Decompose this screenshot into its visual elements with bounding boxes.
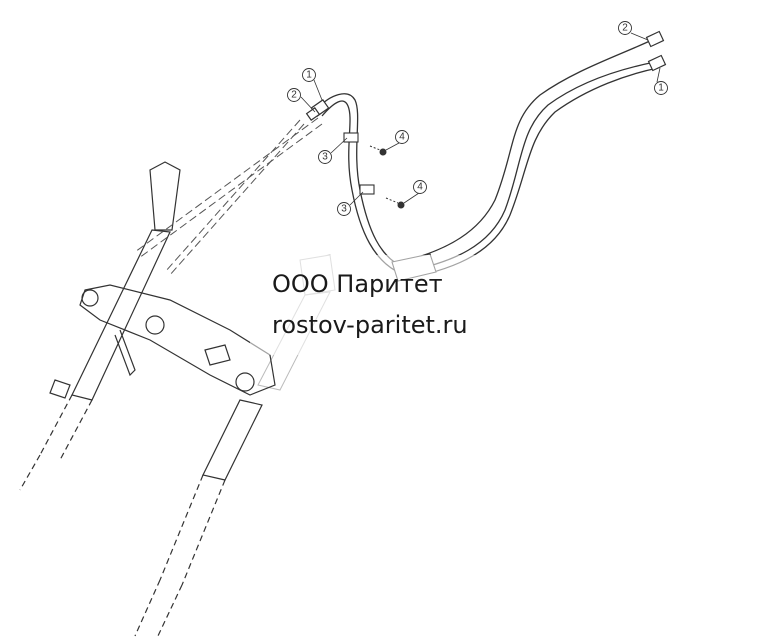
hose-fitting-top-right bbox=[645, 30, 667, 72]
main-hose-pair bbox=[399, 39, 659, 279]
callout-label: 4 bbox=[399, 132, 405, 143]
callout-label: 2 bbox=[291, 90, 297, 101]
steering-crossmember bbox=[79, 284, 276, 396]
callout-label: 3 bbox=[341, 204, 347, 215]
hose-fitting-top-left bbox=[305, 99, 330, 121]
callout-label: 2 bbox=[622, 23, 628, 34]
hose-clamp-lower bbox=[359, 184, 375, 195]
callout-label: 1 bbox=[306, 70, 312, 81]
hose-clamp-upper bbox=[343, 132, 359, 143]
watermark-website: rostov-paritet.ru bbox=[272, 311, 468, 339]
callout-label: 4 bbox=[417, 182, 423, 193]
callout-leaders bbox=[300, 32, 661, 206]
right-fork-leg bbox=[134, 399, 263, 639]
callout-2-top-right: 2 bbox=[618, 21, 632, 35]
callout-3-lower: 3 bbox=[337, 202, 351, 216]
callout-2-top-left: 2 bbox=[287, 88, 301, 102]
watermark-background bbox=[250, 255, 540, 355]
callout-label: 1 bbox=[658, 83, 664, 94]
callout-4-lower: 4 bbox=[413, 180, 427, 194]
watermark-company: ООО Паритет bbox=[272, 270, 443, 298]
callout-4-upper: 4 bbox=[395, 130, 409, 144]
left-hose bbox=[317, 93, 406, 275]
bolt-upper bbox=[369, 145, 387, 156]
bolt-lower bbox=[385, 197, 405, 209]
callout-label: 3 bbox=[322, 152, 328, 163]
callout-3-upper: 3 bbox=[318, 150, 332, 164]
left-fork-leg bbox=[19, 161, 181, 491]
callout-1-top-right: 1 bbox=[654, 81, 668, 95]
hidden-hose-left bbox=[134, 117, 323, 277]
callout-1-top-left: 1 bbox=[302, 68, 316, 82]
